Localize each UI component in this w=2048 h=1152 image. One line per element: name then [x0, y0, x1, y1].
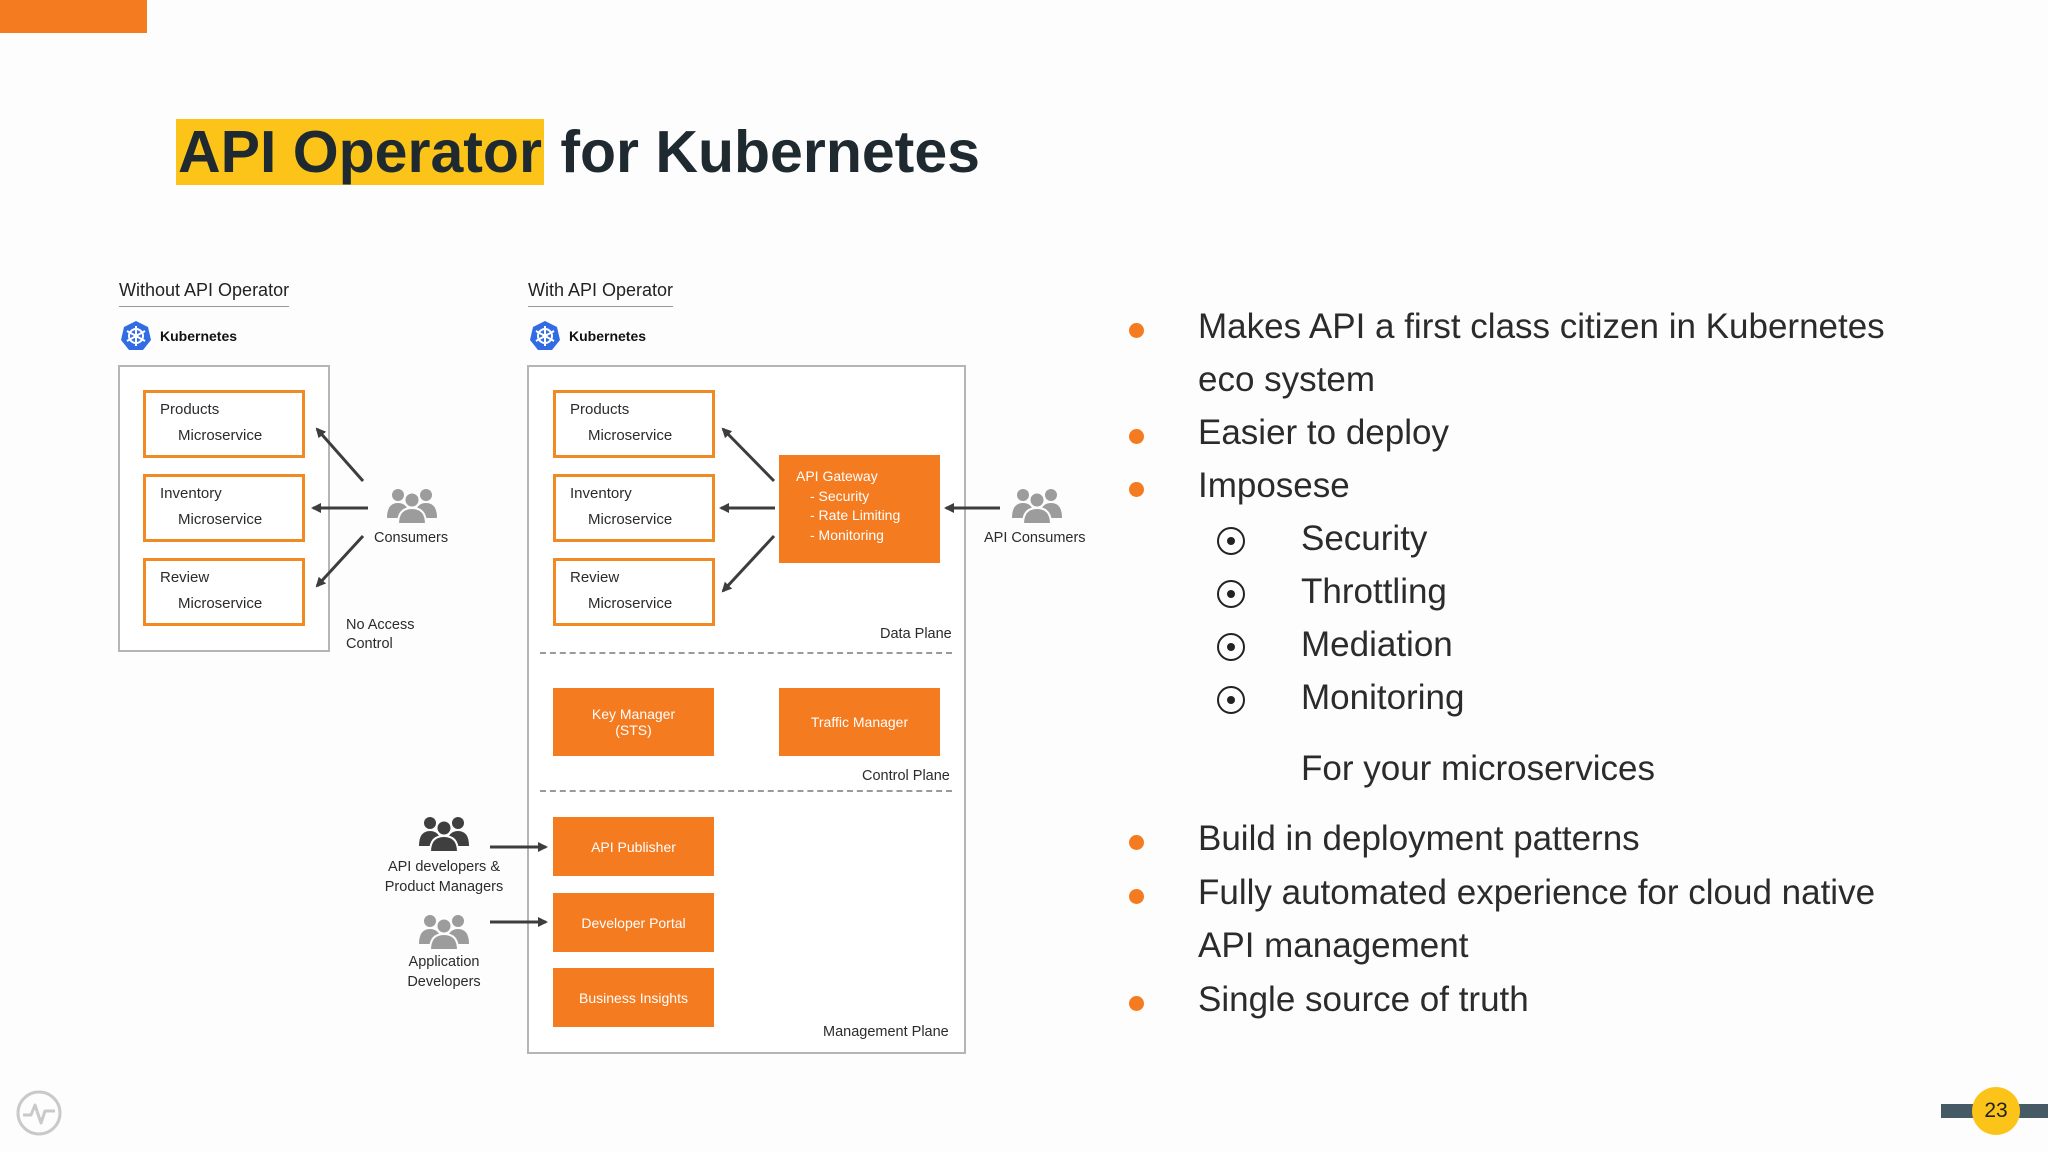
- left-review-service: Review Microservice: [143, 558, 305, 626]
- service-name: Inventory: [570, 485, 632, 502]
- sub-bullet-security: Security: [1301, 519, 1428, 558]
- right-review-service: Review Microservice: [553, 558, 715, 626]
- consumers-people-icon: [386, 488, 438, 525]
- kubernetes-icon: [530, 321, 560, 350]
- service-type: Microservice: [178, 511, 263, 528]
- sub-bullet-mediation: Mediation: [1301, 625, 1453, 664]
- right-kubernetes-label: Kubernetes: [569, 328, 647, 344]
- api-developers-label-line1: API developers &: [387, 859, 501, 875]
- right-kubernetes-header: Kubernetes: [529, 320, 646, 352]
- bullet-3: Imposese: [1198, 466, 1350, 505]
- arrow-gateway-to-review: [721, 534, 776, 593]
- bullet-dot: [1129, 889, 1144, 904]
- key-manager-line2: (STS): [615, 722, 652, 738]
- title-highlight: API Operator: [176, 119, 544, 185]
- gateway-feature-rate-limiting: - Rate Limiting: [810, 507, 901, 523]
- business-insights-box: Business Insights: [553, 968, 714, 1027]
- left-kubernetes-label: Kubernetes: [160, 328, 238, 344]
- service-type: Microservice: [588, 595, 673, 612]
- arrow-gateway-to-products: [721, 427, 776, 483]
- business-insights-label: Business Insights: [579, 989, 688, 1006]
- key-manager-line1: Key Manager: [591, 706, 676, 722]
- developer-portal-box: Developer Portal: [553, 893, 714, 952]
- data-plane-divider: [540, 652, 952, 654]
- radio-bullet-icon: [1217, 527, 1245, 555]
- bullet-1-line1: Makes API a first class citizen in Kuber…: [1198, 307, 1885, 346]
- control-plane-divider: [540, 790, 952, 792]
- left-products-service: Products Microservice: [143, 390, 305, 458]
- service-name: Products: [570, 401, 630, 418]
- app-developers-label-line1: Application: [408, 954, 480, 970]
- service-name: Products: [160, 401, 220, 418]
- service-type: Microservice: [588, 511, 673, 528]
- bullet-2: Easier to deploy: [1198, 413, 1449, 452]
- page-number: 23: [1972, 1087, 2020, 1135]
- sub-bullet-footer: For your microservices: [1301, 749, 1655, 788]
- api-developers-label-line2: Product Managers: [384, 879, 504, 895]
- radio-bullet-icon: [1217, 633, 1245, 661]
- kubernetes-icon: [121, 321, 151, 350]
- developer-portal-label: Developer Portal: [581, 914, 686, 931]
- radio-bullet-icon: [1217, 686, 1245, 714]
- bullet-1-line2: eco system: [1198, 360, 1375, 399]
- accent-bar: [0, 0, 147, 33]
- right-products-service: Products Microservice: [553, 390, 715, 458]
- api-consumers-people-icon: [1011, 488, 1063, 525]
- bullet-4: Build in deployment patterns: [1198, 819, 1640, 858]
- sub-bullet-monitoring: Monitoring: [1301, 678, 1465, 717]
- bullet-dot: [1129, 835, 1144, 850]
- left-kubernetes-header: Kubernetes: [120, 320, 237, 352]
- api-publisher-label: API Publisher: [591, 838, 676, 855]
- app-developers-people-icon: [418, 914, 470, 951]
- bullet-5-line2: API management: [1198, 926, 1469, 965]
- radio-bullet-icon: [1217, 580, 1245, 608]
- api-developers-people-icon: [418, 816, 470, 853]
- with-operator-heading: With API Operator: [528, 280, 674, 307]
- title-rest: for Kubernetes: [543, 119, 980, 185]
- data-plane-label: Data Plane: [880, 626, 952, 642]
- api-publisher-box: API Publisher: [553, 817, 714, 876]
- left-inventory-service: Inventory Microservice: [143, 474, 305, 542]
- traffic-manager-box: Traffic Manager: [779, 688, 940, 756]
- consumers-label: Consumers: [374, 530, 449, 546]
- service-name: Inventory: [160, 485, 222, 502]
- no-access-label-line2: Control: [346, 636, 393, 652]
- service-name: Review: [160, 569, 210, 586]
- bullet-6: Single source of truth: [1198, 980, 1529, 1019]
- api-consumers-label: API Consumers: [984, 530, 1086, 546]
- bullet-dot: [1129, 482, 1144, 497]
- footer-logo-icon: [16, 1090, 62, 1136]
- right-inventory-service: Inventory Microservice: [553, 474, 715, 542]
- bullet-5-line1: Fully automated experience for cloud nat…: [1198, 873, 1876, 912]
- service-type: Microservice: [178, 427, 263, 444]
- arrow-consumers-to-review: [315, 534, 365, 588]
- slide-title: API Operator for Kubernetes: [176, 116, 980, 188]
- service-type: Microservice: [178, 595, 263, 612]
- api-gateway-box: API Gateway - Security - Rate Limiting -…: [779, 455, 940, 563]
- bullet-dot: [1129, 996, 1144, 1011]
- bullet-dot: [1129, 429, 1144, 444]
- gateway-feature-monitoring: - Monitoring: [810, 526, 884, 543]
- service-type: Microservice: [588, 427, 673, 444]
- no-access-label-line1: No Access: [346, 617, 415, 633]
- service-name: Review: [570, 569, 620, 586]
- management-plane-label: Management Plane: [823, 1024, 949, 1040]
- arrow-consumers-to-products: [315, 427, 365, 482]
- control-plane-label: Control Plane: [862, 768, 950, 784]
- key-manager-box: Key Manager(STS): [553, 688, 714, 756]
- api-gateway-title: API Gateway: [796, 468, 878, 484]
- traffic-manager-label: Traffic Manager: [810, 714, 909, 730]
- without-operator-heading: Without API Operator: [119, 280, 290, 307]
- bullet-dot: [1129, 323, 1144, 338]
- sub-bullet-throttling: Throttling: [1301, 572, 1447, 611]
- app-developers-label-line2: Developers: [407, 974, 481, 990]
- gateway-feature-security: - Security: [810, 487, 870, 504]
